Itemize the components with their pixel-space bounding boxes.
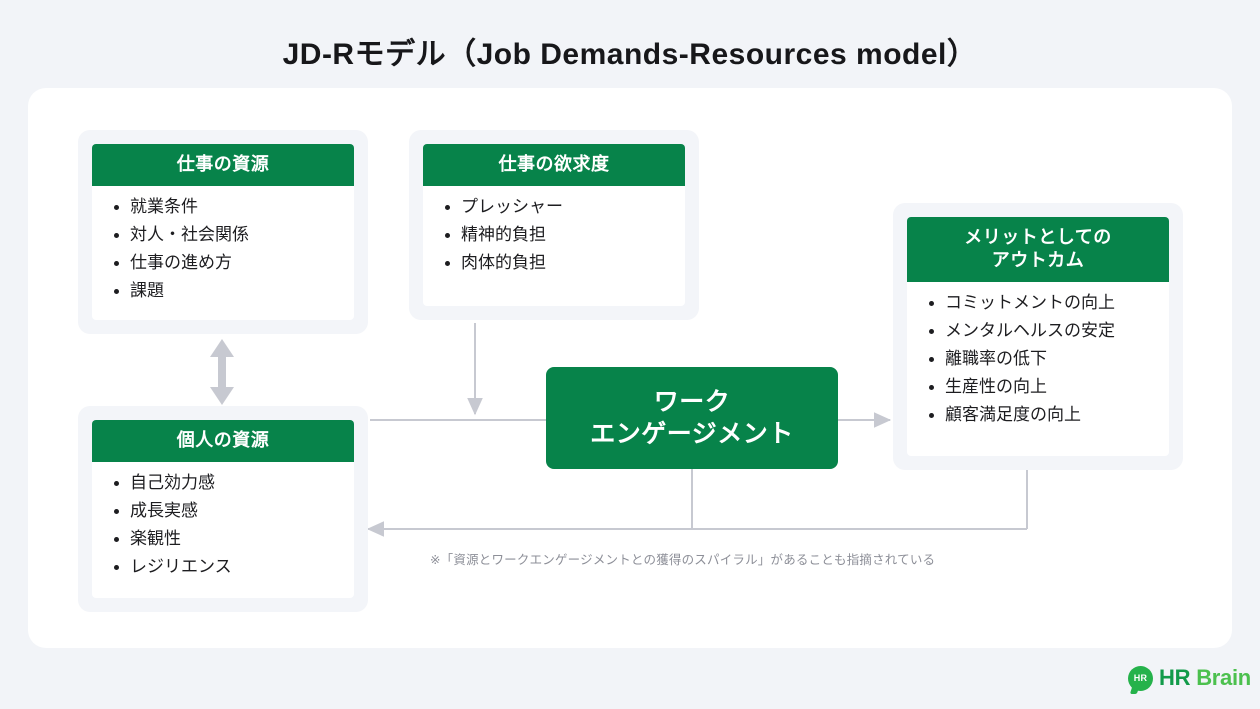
list-item: プレッシャー <box>423 198 685 215</box>
list-item: 楽観性 <box>92 530 354 547</box>
list-item: 就業条件 <box>92 198 354 215</box>
box-work-engagement: ワーク エンゲージメント <box>546 367 838 469</box>
card-outcomes-header: メリットとしての アウトカム <box>907 217 1169 283</box>
list-item: コミットメントの向上 <box>907 294 1169 311</box>
page-title: JD-Rモデル（Job Demands-Resources model） <box>282 38 978 71</box>
card-job-resources-header: 仕事の資源 <box>92 144 354 187</box>
card-personal-resources-header: 個人の資源 <box>92 420 354 463</box>
card-job-resources-inner: 仕事の資源 就業条件 対人・社会関係 仕事の進め方 課題 <box>92 144 354 320</box>
hrbrain-logo-icon: HR <box>1128 665 1153 691</box>
work-engagement-line1: ワーク <box>653 387 731 416</box>
card-outcomes-header-line2: アウトカム <box>991 250 1085 271</box>
work-engagement-line2: エンゲージメント <box>590 420 794 448</box>
card-outcomes: メリットとしての アウトカム コミットメントの向上 メンタルヘルスの安定 離職率… <box>893 203 1183 470</box>
card-outcomes-inner: メリットとしての アウトカム コミットメントの向上 メンタルヘルスの安定 離職率… <box>907 217 1169 456</box>
card-job-demands-header: 仕事の欲求度 <box>423 144 685 187</box>
hrbrain-logo-word-second: Brain <box>1196 665 1251 690</box>
hrbrain-logo-word-first: HR <box>1159 665 1191 690</box>
card-outcomes-list: コミットメントの向上 メンタルヘルスの安定 離職率の低下 生産性の向上 顧客満足… <box>907 282 1169 433</box>
list-item: 精神的負担 <box>423 226 685 243</box>
card-personal-resources: 個人の資源 自己効力感 成長実感 楽観性 レジリエンス <box>78 406 368 612</box>
card-outcomes-header-line1: メリットとしての <box>964 227 1112 247</box>
list-item: 肉体的負担 <box>423 254 685 271</box>
list-item: 自己効力感 <box>92 474 354 491</box>
list-item: 課題 <box>92 282 354 299</box>
list-item: 生産性の向上 <box>907 378 1169 395</box>
card-job-demands-list: プレッシャー 精神的負担 肉体的負担 <box>423 186 685 281</box>
card-job-demands: 仕事の欲求度 プレッシャー 精神的負担 肉体的負担 <box>409 130 699 320</box>
list-item: レジリエンス <box>92 558 354 575</box>
list-item: 仕事の進め方 <box>92 254 354 271</box>
footnote: ※「資源とワークエンゲージメントとの獲得のスパイラル」があることも指摘されている <box>430 553 936 567</box>
card-personal-resources-inner: 個人の資源 自己効力感 成長実感 楽観性 レジリエンス <box>92 420 354 598</box>
list-item: メンタルヘルスの安定 <box>907 322 1169 339</box>
card-job-resources-list: 就業条件 対人・社会関係 仕事の進め方 課題 <box>92 186 354 309</box>
hrbrain-logo-mark-text: HR <box>1133 673 1148 683</box>
list-item: 顧客満足度の向上 <box>907 406 1169 423</box>
card-personal-resources-list: 自己効力感 成長実感 楽観性 レジリエンス <box>92 462 354 585</box>
list-item: 成長実感 <box>92 502 354 519</box>
list-item: 対人・社会関係 <box>92 226 354 243</box>
card-job-demands-inner: 仕事の欲求度 プレッシャー 精神的負担 肉体的負担 <box>423 144 685 306</box>
list-item: 離職率の低下 <box>907 350 1169 367</box>
card-job-resources: 仕事の資源 就業条件 対人・社会関係 仕事の進め方 課題 <box>78 130 368 334</box>
